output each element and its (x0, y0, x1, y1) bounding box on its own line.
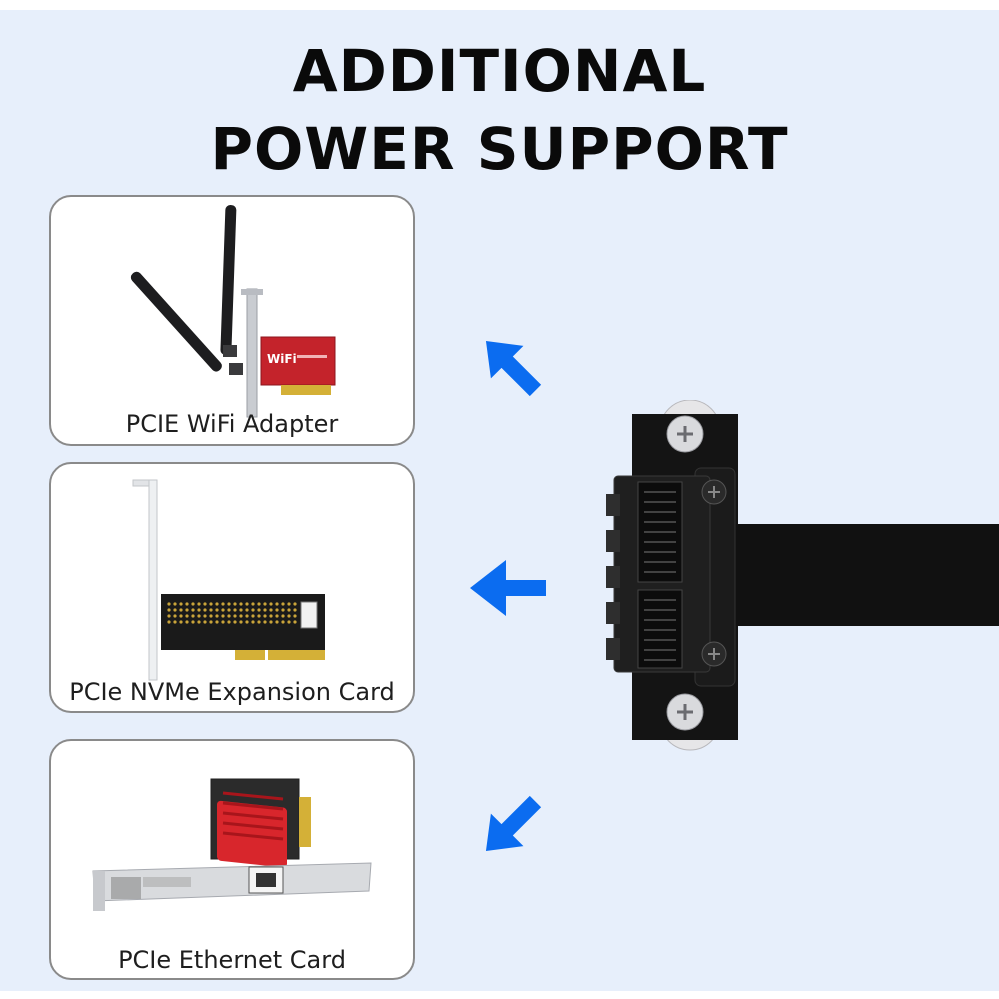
screw-icon (666, 415, 704, 453)
card-label: PCIe NVMe Expansion Card (69, 678, 395, 706)
pcie-riser-connector-icon (606, 400, 999, 751)
arrow-left-icon (470, 560, 546, 616)
ethernet-card-icon (92, 778, 372, 911)
headline: ADDITIONAL POWER SUPPORT (0, 32, 999, 188)
screw-icon (701, 479, 727, 505)
antenna-icon (130, 271, 243, 375)
antenna-icon (220, 205, 237, 357)
wifi-adapter-card-icon: WiFi (130, 205, 336, 418)
wifi-badge: WiFi (267, 352, 297, 366)
nvme-expansion-card-icon (132, 479, 325, 681)
arrow-up-left-icon (485, 340, 542, 397)
headline-line-2: POWER SUPPORT (210, 115, 789, 183)
arrow-down-left-icon (485, 795, 542, 852)
card-nvme-expansion: PCIe NVMe Expansion Card (49, 462, 415, 713)
card-wifi-adapter: WiFi PCIE WiFi Adapter (49, 195, 415, 446)
screw-icon (666, 693, 704, 731)
card-label: PCIe Ethernet Card (118, 946, 346, 974)
screw-icon (701, 641, 727, 667)
card-label: PCIE WiFi Adapter (125, 410, 339, 438)
headline-line-1: ADDITIONAL (292, 37, 707, 105)
card-ethernet: PCIe Ethernet Card (49, 739, 415, 980)
